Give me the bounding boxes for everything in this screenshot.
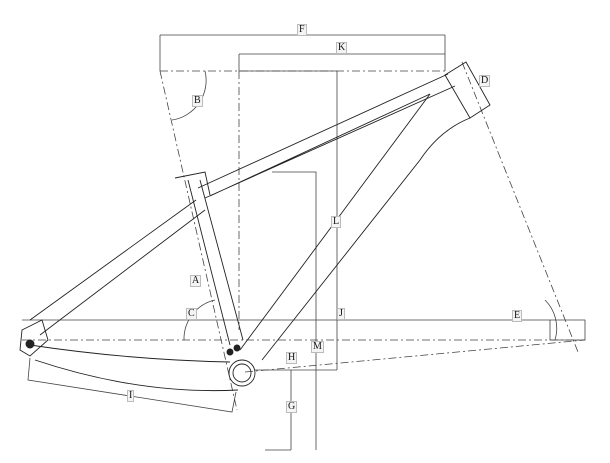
label-L: L (331, 216, 342, 228)
label-E: E (512, 310, 523, 322)
dimension-K (238, 53, 445, 71)
label-B: B (192, 95, 203, 107)
label-G: G (286, 401, 298, 413)
seat-tube-axis (159, 70, 238, 411)
head-tube (444, 61, 491, 119)
top-tube (197, 73, 456, 199)
dimension-M (272, 171, 317, 450)
label-K: K (336, 42, 348, 54)
label-A: A (190, 275, 202, 287)
label-M: M (311, 341, 324, 353)
label-H: H (286, 352, 298, 364)
bottom-bracket (228, 359, 256, 387)
label-I: I (127, 390, 135, 402)
ground-line (22, 319, 586, 341)
label-D: D (479, 75, 491, 87)
seat-stay (29, 199, 206, 336)
dimension-F (159, 34, 446, 71)
label-F: F (297, 24, 307, 36)
chain-stay (29, 344, 239, 392)
dimension-I (27, 357, 237, 413)
label-J: J (337, 308, 345, 320)
angle-arc-E (544, 299, 558, 341)
steering-axis (461, 61, 579, 353)
seat-tube (174, 171, 244, 346)
label-C: C (186, 308, 197, 320)
bb-drop-line (244, 339, 586, 373)
dimension-L (239, 70, 338, 370)
dropout (19, 319, 49, 357)
